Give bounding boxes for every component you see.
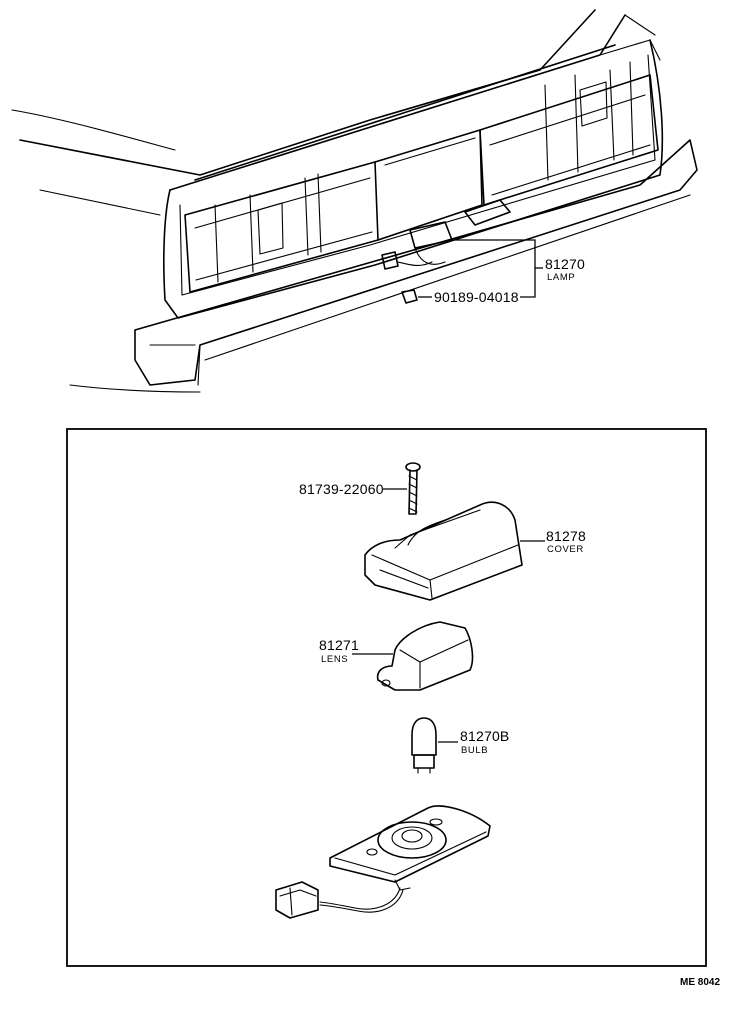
bulb-illustration xyxy=(411,717,437,774)
lamp-part-name: LAMP xyxy=(547,272,575,283)
cover-illustration xyxy=(364,501,523,601)
screw-part-number: 81739-22060 xyxy=(299,481,384,497)
lens-part-name: LENS xyxy=(321,654,348,665)
socket-base-illustration xyxy=(275,805,491,919)
exploded-view-frame xyxy=(66,428,707,967)
lens-part-number: 81271 xyxy=(319,637,359,653)
bulb-part-name: BULB xyxy=(461,745,488,756)
lamp-part-number: 81270 xyxy=(545,256,585,272)
car-rear-illustration xyxy=(11,9,698,393)
cover-part-number: 81278 xyxy=(546,528,586,544)
diagram-reference-code: ME 8042 xyxy=(680,977,720,988)
cover-part-name: COVER xyxy=(547,544,584,555)
lens-illustration xyxy=(376,621,474,691)
clip-part-number: 90189-04018 xyxy=(434,289,519,305)
bulb-part-number: 81270B xyxy=(460,728,509,744)
screw-illustration xyxy=(405,462,421,515)
